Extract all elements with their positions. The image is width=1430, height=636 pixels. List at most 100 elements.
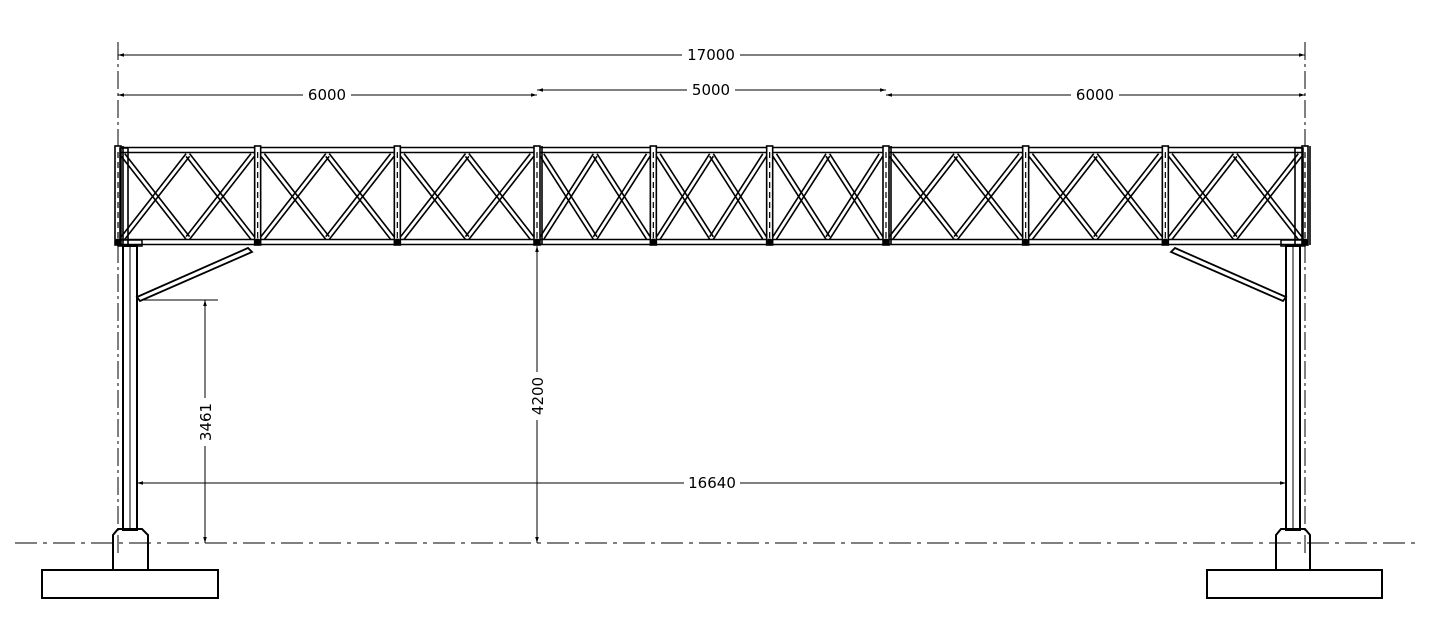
truss-node [254, 238, 262, 246]
truss-diagonal [1167, 153, 1235, 238]
left-footing [41, 528, 219, 599]
truss-diagonal [892, 153, 959, 238]
truss-diagonal [775, 153, 831, 238]
dim-label-middle-bay: 5000 [692, 81, 730, 99]
truss-diagonal [185, 153, 252, 238]
truss-diagonal [188, 155, 256, 240]
truss-diagonal [1232, 155, 1299, 240]
truss-diagonal [655, 155, 711, 240]
truss-diagonal [892, 155, 959, 240]
truss-diagonal [888, 155, 955, 240]
truss-girder [114, 145, 1311, 246]
truss-diagonal [708, 153, 764, 238]
truss-diagonal [1093, 155, 1160, 240]
truss-diagonal [825, 155, 880, 240]
truss-diagonal [124, 155, 191, 240]
right-footing [1206, 528, 1383, 599]
truss-diagonal [829, 155, 884, 240]
truss-diagonal [543, 153, 598, 238]
dim-label-clear-height: 4200 [529, 377, 547, 415]
truss-diagonal [825, 153, 880, 238]
truss-diagonal [539, 153, 594, 238]
truss-diagonal [1028, 155, 1095, 240]
truss-node [393, 238, 401, 246]
truss-diagonal [468, 153, 535, 238]
dim-clear-height: 4200 [527, 246, 547, 543]
truss-diagonal [260, 153, 327, 238]
truss-diagonal [124, 153, 191, 238]
dim-label-overall: 17000 [687, 46, 735, 64]
truss-diagonal [1028, 153, 1095, 238]
truss-diagonal [708, 155, 764, 240]
truss-diagonal [596, 153, 651, 238]
dim-column-spacing: 16640 [137, 473, 1286, 493]
truss-diagonal [596, 155, 651, 240]
dim-middle-bay: 5000 [537, 80, 886, 100]
truss-diagonal [659, 155, 715, 240]
truss-diagonal [1236, 153, 1303, 238]
truss-diagonal [468, 155, 535, 240]
dim-label-left-bay: 6000 [308, 86, 346, 104]
truss-diagonal [1171, 153, 1238, 238]
truss-diagonal [1232, 153, 1299, 238]
truss-diagonal [325, 155, 392, 240]
truss-diagonal [772, 153, 827, 238]
truss-diagonal [403, 153, 470, 238]
truss-diagonal [328, 155, 395, 240]
truss-diagonal [772, 155, 827, 240]
left-knee-brace [135, 246, 254, 303]
truss-diagonal [888, 153, 955, 238]
truss-diagonal [539, 155, 594, 240]
truss-diagonal [1031, 153, 1098, 238]
dim-label-brace-height: 3461 [197, 403, 215, 441]
dim-right-bay: 6000 [886, 85, 1305, 105]
dim-label-right-bay: 6000 [1076, 86, 1114, 104]
truss-diagonal [263, 153, 330, 238]
truss-diagonal [953, 153, 1020, 238]
truss-diagonal [659, 153, 715, 238]
truss-diagonal [464, 153, 531, 238]
truss-diagonal [1093, 153, 1160, 238]
dim-label-column-spacing: 16640 [688, 474, 736, 492]
truss-node [533, 238, 541, 246]
truss-diagonal [1236, 155, 1303, 240]
truss-diagonal [775, 155, 831, 240]
truss-diagonal [1031, 155, 1098, 240]
truss-diagonal [829, 153, 884, 238]
truss-diagonal [543, 155, 598, 240]
truss-node [1022, 238, 1030, 246]
truss-diagonal [712, 153, 768, 238]
truss-diagonal [953, 155, 1020, 240]
truss-diagonal [956, 153, 1024, 238]
truss-diagonal [1167, 155, 1235, 240]
truss-node [766, 238, 774, 246]
truss-diagonal [956, 155, 1024, 240]
truss-diagonal [1096, 153, 1163, 238]
truss-diagonal [328, 153, 395, 238]
left-column [117, 239, 254, 531]
dim-overall-span: 17000 [118, 45, 1305, 65]
truss-diagonal [712, 155, 768, 240]
truss-node [649, 238, 657, 246]
truss-diagonal [260, 155, 327, 240]
truss-diagonal [120, 153, 187, 238]
dim-brace-height: 3461 [142, 299, 218, 543]
truss-diagonal [1171, 155, 1238, 240]
truss-node [882, 238, 890, 246]
truss-diagonal [325, 153, 392, 238]
truss-diagonal [403, 155, 470, 240]
truss-diagonal [655, 153, 711, 238]
truss-diagonal [120, 155, 187, 240]
truss-diagonal [1096, 155, 1163, 240]
truss-diagonal [263, 155, 330, 240]
truss-diagonal [592, 155, 648, 240]
truss-node [1161, 238, 1169, 246]
truss-diagonal [188, 153, 256, 238]
truss-diagonal [399, 155, 467, 240]
truss-diagonal [464, 155, 531, 240]
truss-diagonal [592, 153, 648, 238]
dim-left-bay: 6000 [118, 85, 537, 105]
right-column [1169, 239, 1306, 531]
truss-diagonal [399, 153, 467, 238]
